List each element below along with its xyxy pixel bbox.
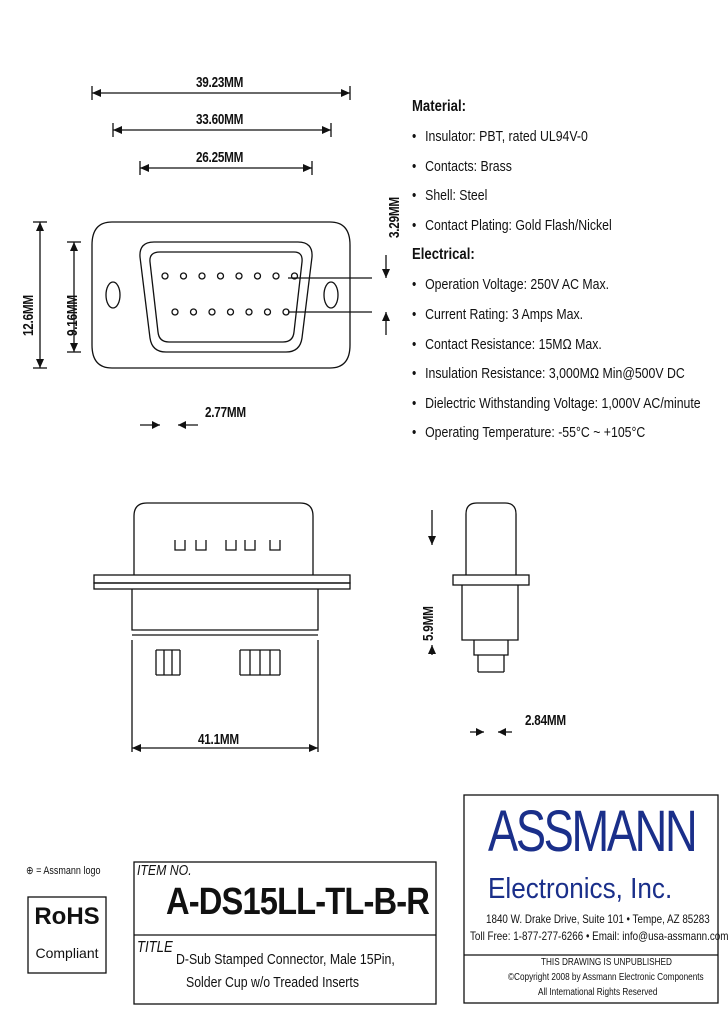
pin — [171, 308, 179, 316]
d-shell-inner — [149, 251, 303, 343]
dim-shell-height: 9.16MM — [64, 295, 81, 336]
side-flange — [452, 574, 530, 586]
company-name: Electronics, Inc. — [488, 873, 673, 905]
logo-legend: ⊕ = Assmann logo — [26, 865, 101, 877]
front-body — [131, 589, 319, 631]
material-list: •Insulator: PBT, rated UL94V-0 •Contacts… — [412, 122, 712, 240]
pin — [290, 272, 299, 280]
copyright: ©Copyright 2008 by Assmann Electronic Co… — [508, 972, 704, 983]
pin — [235, 272, 243, 280]
dim-overall-width: 39.23MM — [196, 74, 244, 91]
title-label: TITLE — [137, 939, 173, 956]
spec-item: •Contacts: Brass — [412, 157, 512, 175]
front-shell — [133, 502, 314, 575]
pin — [161, 272, 169, 280]
mounting-hole-left — [105, 281, 121, 309]
pin — [253, 272, 262, 280]
dim-pin-pitch: 2.77MM — [205, 404, 246, 421]
title-line-2: Solder Cup w/o Treaded Inserts — [186, 974, 359, 991]
spec-item: •Dielectric Withstanding Voltage: 1,000V… — [412, 394, 701, 412]
pin — [198, 272, 206, 280]
spec-item: •Operating Temperature: -55°C ~ +105°C — [412, 424, 646, 442]
title-frame — [133, 861, 437, 1005]
dim-flange-height: 12.6MM — [20, 295, 37, 336]
flange-outline — [91, 221, 351, 369]
side-shell — [465, 502, 517, 575]
pin — [208, 308, 216, 316]
dim-row-offset: 3.29MM — [386, 197, 403, 238]
dim-hole-pitch: 33.60MM — [196, 111, 244, 128]
item-number: A-DS15LL-TL-B-R — [166, 881, 430, 923]
solder-cups — [155, 649, 281, 676]
electrical-list: •Operation Voltage: 250V AC Max. •Curren… — [412, 270, 712, 448]
pin — [245, 308, 253, 316]
pin — [226, 308, 235, 316]
specifications: Material: •Insulator: PBT, rated UL94V-0… — [412, 92, 712, 448]
assmann-logo-icon: ⊕ — [26, 865, 34, 877]
company-address: 1840 W. Drake Drive, Suite 101 • Tempe, … — [486, 912, 710, 926]
company-contact: Toll Free: 1-877-277-6266 • Email: info@… — [470, 929, 728, 943]
dim-cup-length: 41.1MM — [198, 731, 239, 748]
contact-marks — [174, 540, 281, 551]
pin — [216, 272, 225, 280]
spec-item: •Contact Resistance: 15MΩ Max. — [412, 335, 602, 353]
rohs-frame — [27, 896, 107, 974]
item-label: ITEM NO. — [137, 862, 192, 879]
dim-shell-width: 26.25MM — [196, 149, 244, 166]
spec-item: •Insulation Resistance: 3,000MΩ Min@500V… — [412, 365, 685, 383]
d-shell-outer — [139, 241, 313, 353]
mounting-hole-right — [323, 281, 339, 309]
rohs-title: RoHS — [34, 903, 100, 930]
pin — [272, 272, 280, 280]
pin — [179, 272, 188, 280]
pin — [189, 308, 198, 316]
spec-item: •Shell: Steel — [412, 187, 488, 205]
pin — [263, 308, 272, 316]
brand-name: ASSMANN — [488, 799, 698, 864]
front-flange — [93, 574, 351, 584]
spec-item: •Operation Voltage: 250V AC Max. — [412, 276, 610, 294]
spec-item: •Current Rating: 3 Amps Max. — [412, 305, 584, 323]
title-line-1: D-Sub Stamped Connector, Male 15Pin, — [176, 951, 395, 968]
rights: All International Rights Reserved — [538, 987, 658, 998]
unpublished-notice: THIS DRAWING IS UNPUBLISHED — [541, 957, 672, 968]
spec-item: •Insulator: PBT, rated UL94V-0 — [412, 128, 588, 145]
material-heading: Material: — [412, 98, 466, 115]
spec-item: •Contact Plating: Gold Flash/Nickel — [412, 216, 612, 234]
electrical-heading: Electrical: — [412, 246, 475, 264]
dim-row-spacing: 2.84MM — [525, 712, 566, 729]
dim-side-depth: 5.9MM — [420, 606, 437, 641]
pin-array — [161, 272, 299, 316]
rohs-subtitle: Compliant — [35, 945, 99, 961]
company-frame — [463, 794, 719, 1004]
